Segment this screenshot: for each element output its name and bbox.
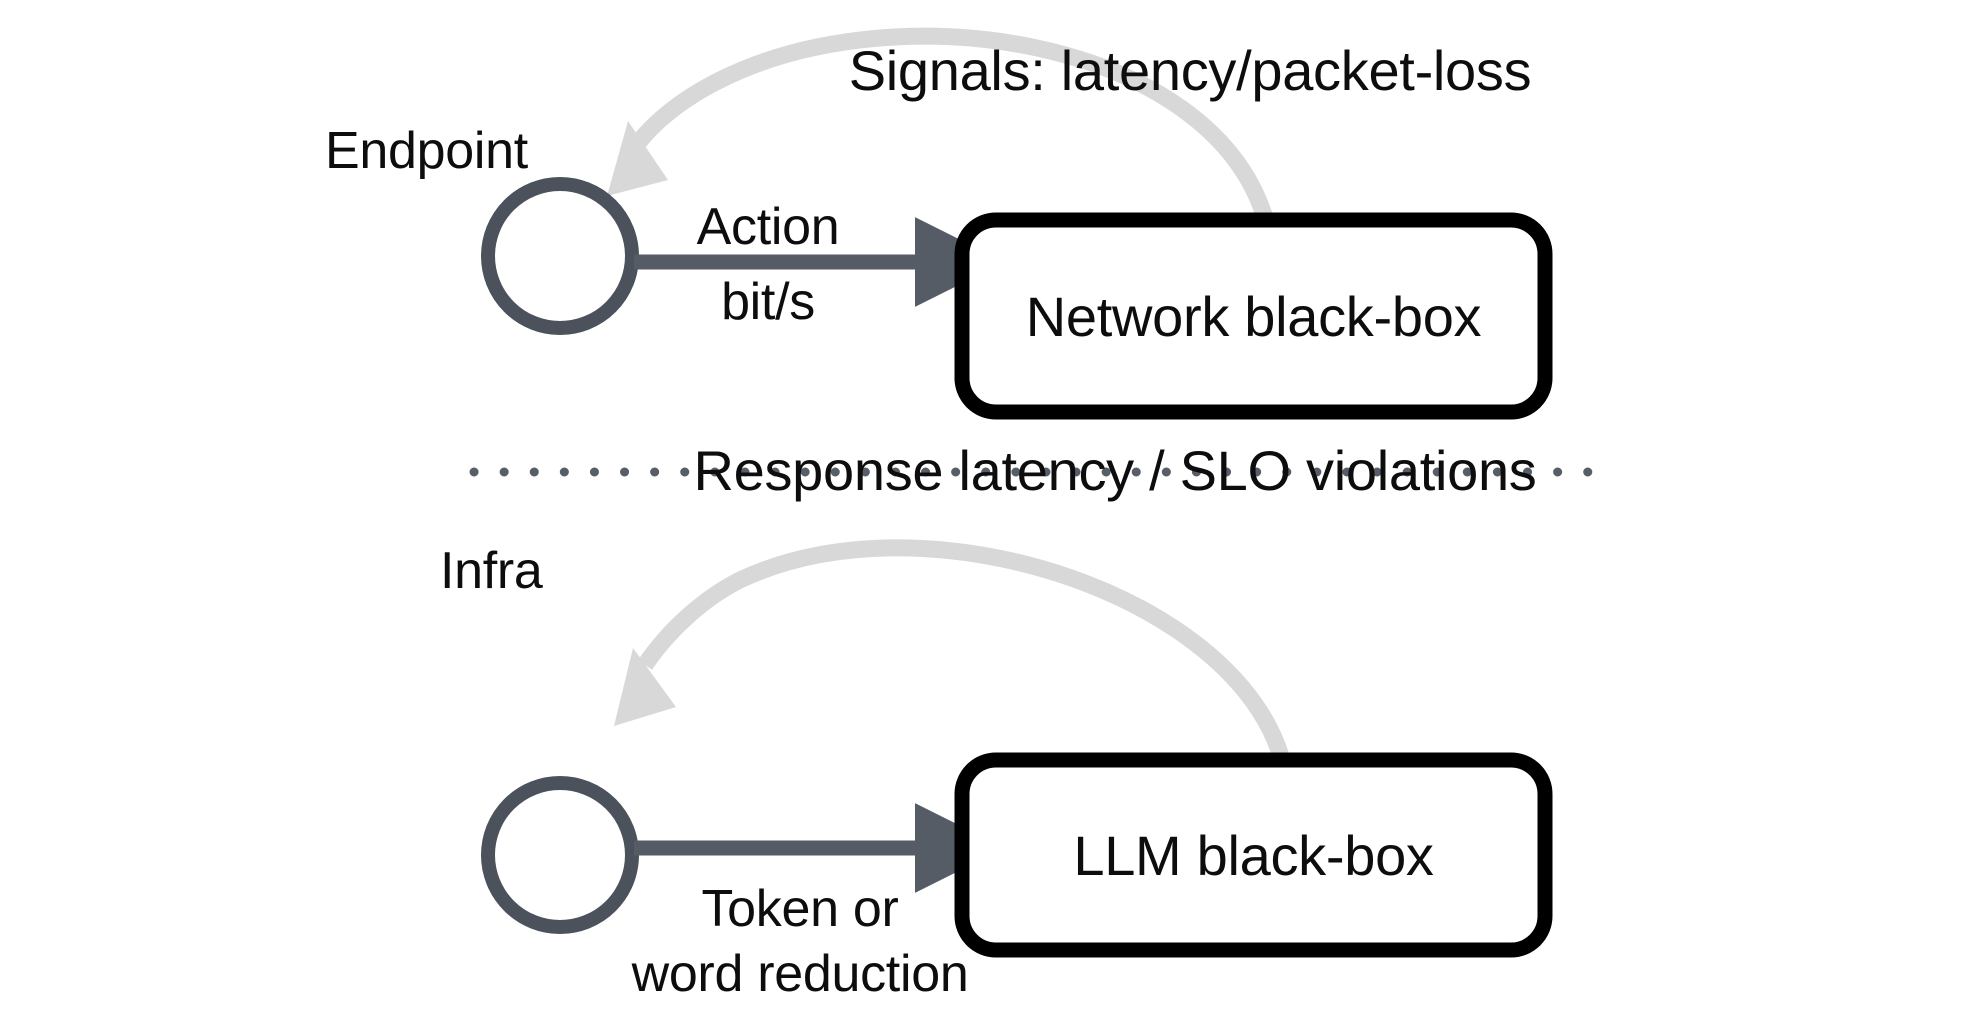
action-label-llm-line2: word reduction bbox=[631, 945, 969, 1003]
feedback-arrow-network bbox=[607, 27, 1274, 221]
network-blackbox-label: Network black-box bbox=[1025, 284, 1482, 348]
llm-blackbox-label: LLM black-box bbox=[1073, 823, 1434, 887]
feedback-arrow-llm bbox=[614, 539, 1294, 774]
endpoint-node-label: Endpoint bbox=[325, 122, 528, 180]
infra-node-circle bbox=[481, 776, 639, 934]
network-blackbox-rect bbox=[954, 212, 1553, 420]
feedback-label-llm: Response latency / SLO violations bbox=[693, 439, 1537, 502]
action-label-network-line1: Action bbox=[696, 198, 840, 256]
llm-blackbox-rect bbox=[954, 752, 1553, 958]
feedback-label-network: Signals: latency/packet-loss bbox=[848, 39, 1532, 102]
infra-node-label: Infra bbox=[440, 542, 543, 600]
endpoint-node-circle bbox=[481, 177, 639, 335]
action-label-network-line2: bit/s bbox=[721, 273, 815, 331]
action-label-llm-line1: Token or bbox=[701, 880, 899, 938]
